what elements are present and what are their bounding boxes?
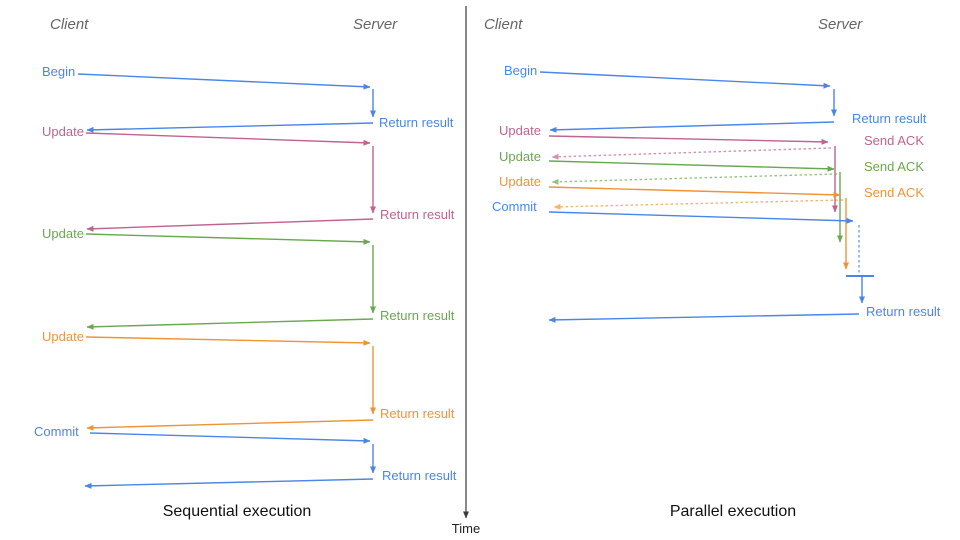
par-commit-label: Commit — [492, 199, 537, 214]
seq-server-header: Server — [353, 16, 398, 33]
seq-return5-label: Return result — [382, 468, 457, 483]
par-commit-arrows — [548, 211, 874, 323]
par-begin-label: Begin — [504, 63, 538, 78]
seq-update1-label: Update — [42, 124, 84, 139]
par-update2-arrows — [548, 160, 843, 243]
time-axis-label: Time — [451, 521, 481, 536]
parallel-caption: Parallel execution — [669, 503, 797, 520]
par-update1-label: Update — [499, 123, 541, 138]
seq-update1-arrows — [85, 132, 376, 232]
par-return1-label: Return result — [852, 111, 927, 126]
seq-update2-label: Update — [42, 226, 84, 241]
par-client-header: Client — [484, 16, 523, 33]
seq-begin-label: Begin — [42, 64, 76, 79]
seq-update3-arrows — [85, 336, 376, 431]
seq-update3-label: Update — [42, 329, 84, 344]
par-ack2-label: Send ACK — [864, 159, 924, 174]
par-update3-arrows — [548, 186, 849, 270]
par-begin-arrows — [539, 71, 837, 133]
par-update3-label: Update — [499, 174, 541, 189]
par-ack3-label: Send ACK — [864, 185, 924, 200]
sequential-caption: Sequential execution — [162, 503, 312, 520]
par-ack1-label: Send ACK — [864, 133, 924, 148]
seq-return4-label: Return result — [380, 406, 455, 421]
seq-return1-label: Return result — [379, 115, 454, 130]
par-server-header: Server — [818, 16, 863, 33]
seq-commit-arrows — [84, 432, 376, 489]
par-update1-arrows — [548, 135, 838, 213]
seq-client-header: Client — [50, 16, 89, 33]
seq-return2-label: Return result — [380, 207, 455, 222]
par-update2-label: Update — [499, 149, 541, 164]
seq-commit-label: Commit — [34, 424, 79, 439]
par-return2-label: Return result — [866, 304, 941, 319]
seq-begin-arrows — [77, 73, 376, 133]
seq-update2-arrows — [85, 233, 376, 330]
seq-return3-label: Return result — [380, 308, 455, 323]
